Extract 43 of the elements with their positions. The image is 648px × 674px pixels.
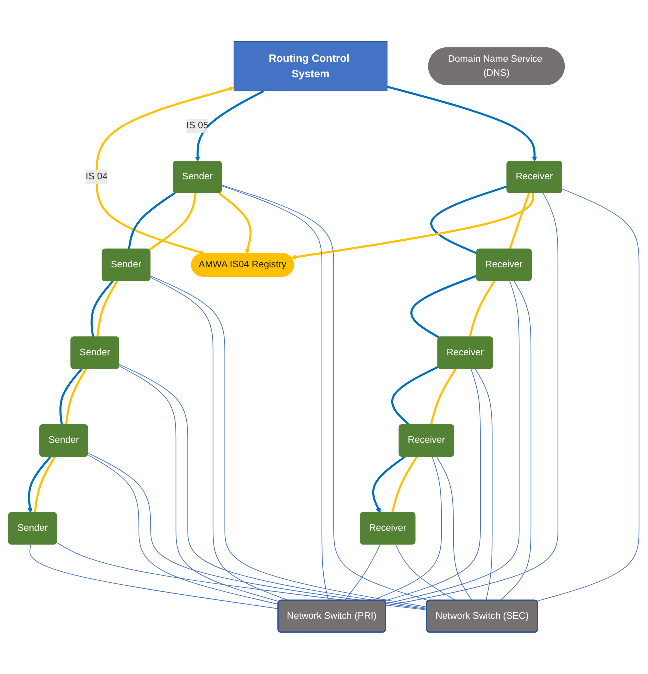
connector	[34, 456, 56, 514]
connector	[410, 275, 478, 339]
connector	[430, 368, 457, 426]
connector	[395, 544, 456, 602]
connector	[148, 193, 197, 251]
connector	[119, 366, 280, 602]
connector	[88, 454, 279, 605]
connector	[128, 192, 176, 250]
connector	[430, 186, 508, 255]
connector	[344, 544, 381, 602]
connector	[500, 280, 532, 602]
connector	[509, 193, 530, 250]
connector	[475, 368, 493, 602]
connector	[391, 456, 418, 514]
connector	[222, 184, 430, 602]
connector	[469, 280, 496, 338]
connector	[56, 542, 428, 611]
connector	[60, 368, 83, 426]
node-box: Routing Control System	[234, 41, 388, 92]
connector	[119, 364, 428, 609]
connector	[65, 368, 88, 426]
connector	[222, 186, 330, 602]
connector	[384, 368, 481, 602]
connector	[150, 276, 428, 608]
connector	[536, 188, 640, 602]
connector	[88, 452, 428, 610]
arrow	[218, 192, 252, 254]
connector	[391, 366, 439, 426]
arrow	[291, 193, 535, 260]
connector	[436, 456, 473, 602]
arrow	[372, 456, 406, 514]
connector	[90, 280, 114, 338]
arrow	[28, 456, 52, 514]
connector	[96, 280, 118, 338]
connector	[30, 544, 279, 610]
connector	[372, 456, 442, 602]
edge-label: IS 05	[186, 120, 209, 131]
arrow	[96, 86, 234, 256]
arrow	[387, 86, 538, 162]
connector	[386, 193, 559, 607]
edge-label: IS 04	[86, 172, 108, 182]
arrow	[195, 90, 264, 162]
connector	[386, 280, 520, 604]
